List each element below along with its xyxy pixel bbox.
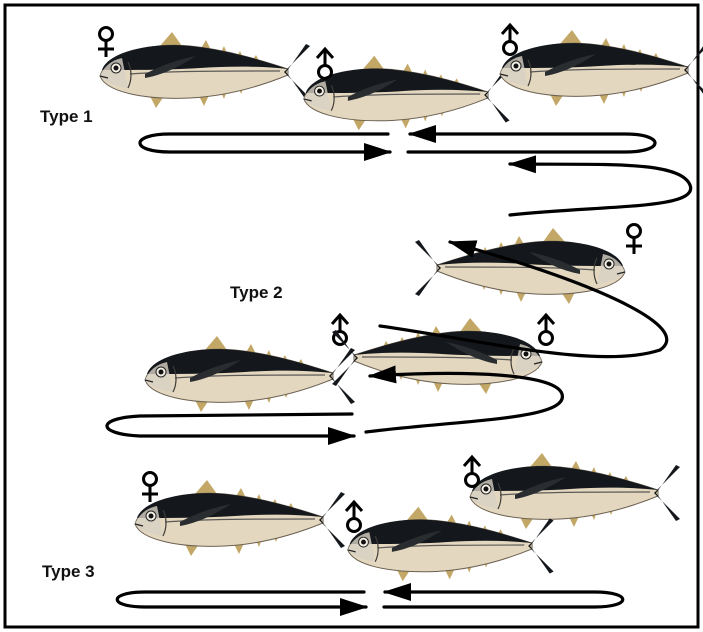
type-2-label: Type 2: [230, 283, 283, 302]
type-3-label: Type 3: [42, 562, 95, 581]
type-1-label: Type 1: [40, 107, 93, 126]
